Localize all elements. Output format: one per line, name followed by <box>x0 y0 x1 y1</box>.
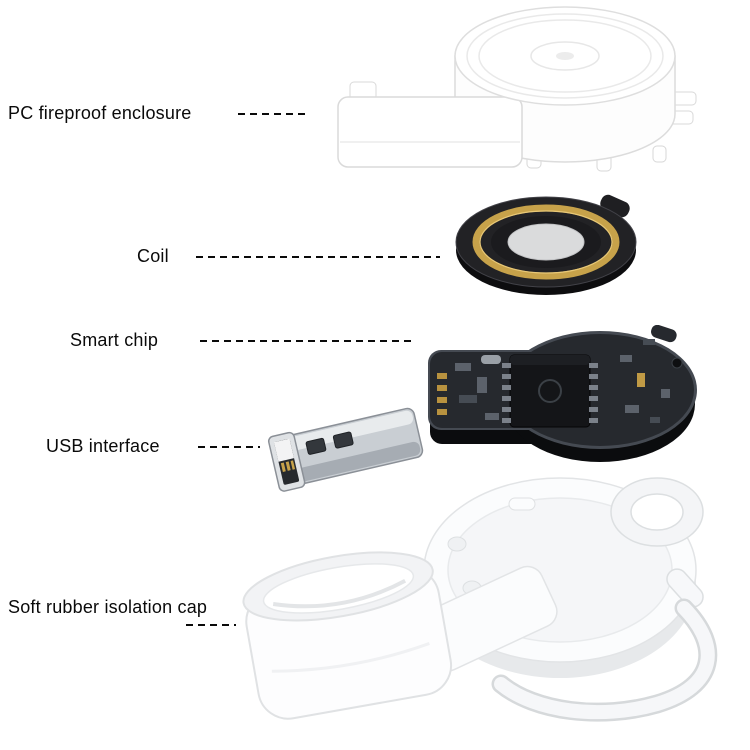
label-usb-interface: USB interface <box>46 436 160 456</box>
leader-line-usb-interface <box>198 446 260 448</box>
puck-slot <box>508 497 536 511</box>
leader-line-smart-chip <box>200 340 412 342</box>
main-ic-chip <box>509 354 591 428</box>
coil-key-tab <box>600 194 630 218</box>
cap-inner-shadow <box>272 578 407 609</box>
coil-center-disc <box>507 223 585 261</box>
cable-strain-relief <box>666 568 704 608</box>
main-ic-logo <box>538 379 562 403</box>
puck-peg <box>447 536 467 552</box>
label-soft-rubber-isolation-cap: Soft rubber isolation cap <box>8 597 208 617</box>
enclosure-illustration <box>337 6 697 172</box>
cable-ring-hole <box>630 493 684 531</box>
cap-opening-hole <box>262 563 415 614</box>
assembled-body-illustration <box>242 477 718 722</box>
usb-shell-shadow <box>296 441 421 482</box>
label-smart-chip: Smart chip <box>70 330 159 350</box>
label-coil: Coil <box>137 246 169 266</box>
soft-rubber-cap <box>242 551 453 720</box>
label-pc-fireproof-enclosure: PC fireproof enclosure <box>8 103 192 123</box>
enclosure-ring <box>466 13 664 99</box>
pcb-key-tab <box>651 325 677 343</box>
ic-pins <box>502 363 598 423</box>
cap-front-highlight <box>271 642 430 673</box>
enclosure-ring <box>478 19 652 93</box>
coil-illustration <box>455 194 637 295</box>
enclosure-ring <box>530 41 600 71</box>
leader-line-soft-rubber-cap <box>186 624 236 626</box>
enclosure-peg <box>652 145 667 163</box>
usb-gold-contacts <box>280 460 296 472</box>
leader-line-coil <box>196 256 440 258</box>
usb-cable <box>494 601 715 720</box>
pcb-components <box>437 339 683 423</box>
leader-line-enclosure <box>238 113 310 115</box>
usb-tongue <box>273 438 295 462</box>
usb-interface-illustration <box>267 407 424 492</box>
enclosure-usb-housing <box>337 96 523 168</box>
main-ic-bevel <box>510 355 590 365</box>
coil-gold-highlight <box>479 210 613 274</box>
usb-shell-slot <box>305 437 327 455</box>
enclosure-center-dot <box>556 52 574 60</box>
coil-gold-ring <box>472 204 620 280</box>
usb-shell-slot <box>332 431 354 449</box>
smart-chip-illustration <box>428 325 697 462</box>
